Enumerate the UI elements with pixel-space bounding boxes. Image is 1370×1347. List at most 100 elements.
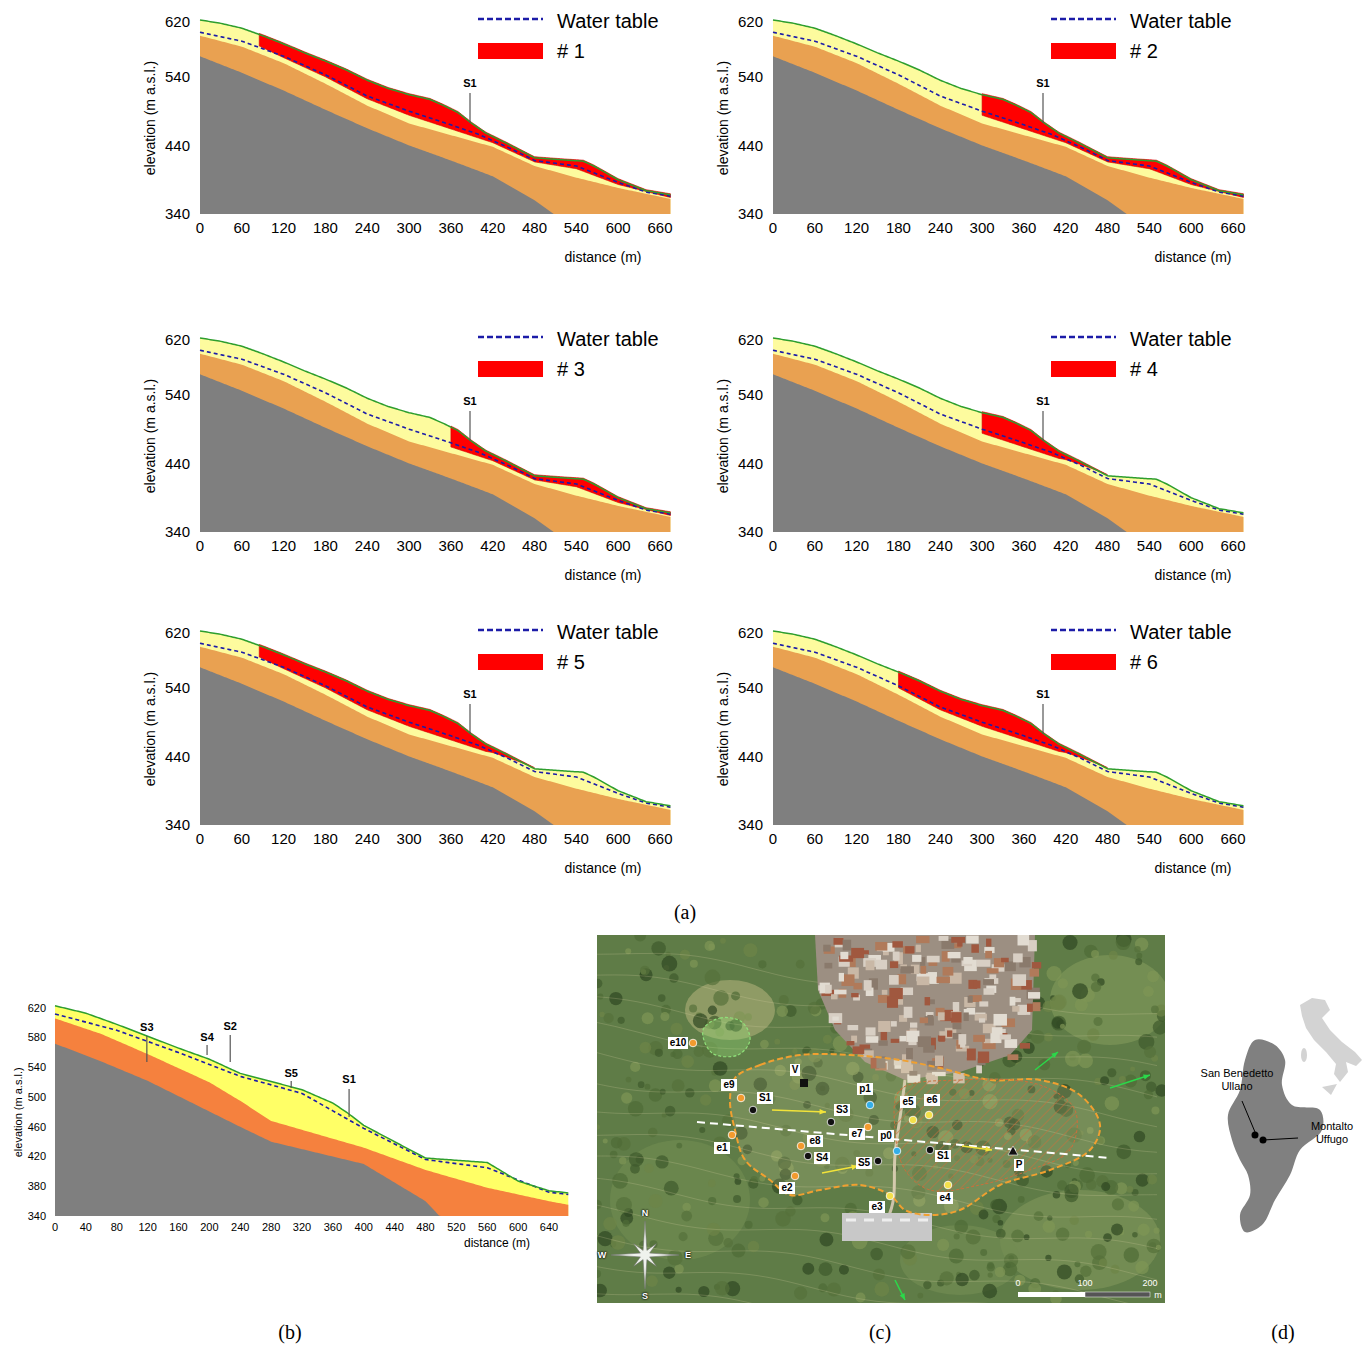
tick-label: 540: [165, 386, 190, 403]
building: [939, 1031, 945, 1035]
town-dot: [1252, 1132, 1259, 1139]
tree-canopy: [820, 1233, 834, 1247]
building: [943, 967, 954, 976]
building: [890, 961, 898, 968]
tree-canopy: [774, 1039, 780, 1045]
axis-title: distance (m): [1154, 249, 1231, 265]
tick-label: 180: [886, 830, 911, 847]
building: [866, 1036, 879, 1043]
tree-canopy: [1003, 1262, 1017, 1276]
building: [853, 1046, 865, 1054]
building: [1030, 969, 1039, 977]
flow-arrow: [1035, 1052, 1058, 1070]
building: [891, 1039, 899, 1043]
building: [823, 945, 830, 952]
tick-label: 60: [806, 537, 823, 554]
compass-letter: N: [642, 1208, 649, 1218]
cross-section: [773, 631, 1243, 825]
borehole-label: S2: [223, 1020, 236, 1033]
compass-letter: S: [642, 1291, 648, 1301]
building: [964, 1012, 969, 1021]
building: [889, 975, 899, 985]
station-label: e1: [714, 1142, 729, 1154]
tree-canopy: [937, 1239, 949, 1251]
tick-label: 420: [480, 219, 505, 236]
tick-label: 120: [844, 537, 869, 554]
borehole-label: S3: [140, 1021, 153, 1034]
tick-label: 80: [111, 1221, 123, 1234]
weathered-layer: [773, 647, 1243, 825]
legend-label: # 5: [557, 651, 585, 674]
station-label: e5: [900, 1096, 915, 1108]
borehole-marker: [1042, 93, 1043, 123]
tick-label: 340: [738, 816, 763, 833]
cross-section: [773, 338, 1243, 532]
tree-canopy: [658, 994, 666, 1002]
tree-canopy: [1116, 1144, 1131, 1159]
building: [983, 988, 994, 994]
tick-label: 460: [28, 1121, 46, 1134]
building: [883, 951, 889, 955]
station-dot: [737, 1094, 745, 1102]
active-zone: [894, 1079, 1077, 1191]
tree-canopy: [1134, 1131, 1145, 1142]
building: [866, 960, 875, 970]
roof-stripe: [918, 1219, 928, 1222]
tree-canopy: [1109, 951, 1118, 960]
tick-label: 640: [540, 1221, 558, 1234]
building: [834, 990, 846, 995]
tree-canopy: [597, 1124, 600, 1130]
weathered-layer: [773, 36, 1243, 214]
axis-title: elevation (m a.s.l.): [142, 379, 158, 493]
building: [1013, 974, 1027, 986]
tree-canopy: [758, 960, 766, 968]
tree-canopy: [1093, 1017, 1102, 1026]
tree-canopy: [610, 1151, 618, 1159]
water-table-line: [773, 350, 1243, 514]
tree-canopy: [639, 1042, 651, 1054]
tree-canopy: [874, 1282, 889, 1297]
building: [939, 936, 949, 941]
borehole-label: S1: [342, 1073, 355, 1086]
building: [864, 980, 872, 990]
tree-canopy: [640, 966, 650, 976]
legend-label: # 6: [1130, 651, 1158, 674]
tree-canopy: [792, 1195, 802, 1205]
place-label: San Benedetto Ullano: [1197, 1067, 1277, 1092]
legend-swatch: [1051, 361, 1116, 377]
ground-surface-line: [200, 631, 670, 806]
building: [951, 1012, 961, 1023]
tree-canopy: [634, 935, 646, 941]
tick-label: 240: [928, 537, 953, 554]
building: [905, 946, 914, 953]
legend-label: # 1: [557, 40, 585, 63]
borehole-marker: [469, 93, 470, 123]
tick-label: 60: [233, 830, 250, 847]
ground-surface-line: [200, 338, 670, 513]
station-dot: [749, 1106, 757, 1114]
tree-canopy: [995, 1267, 1005, 1277]
tree-canopy: [1058, 978, 1068, 988]
tree-canopy: [715, 1281, 730, 1296]
building: [927, 956, 940, 963]
station-label: S1: [935, 1150, 951, 1162]
station-dot: [909, 1116, 917, 1124]
tree-canopy: [743, 943, 757, 957]
legend-label: Water table: [1130, 10, 1232, 33]
tick-label: 40: [80, 1221, 92, 1234]
tree-canopy: [990, 1199, 1002, 1211]
legend-line-sample: [478, 629, 543, 632]
ground-surface-line: [200, 20, 670, 195]
tree-canopy: [758, 1197, 768, 1207]
water-table-line: [200, 350, 670, 514]
tick-label: 360: [438, 537, 463, 554]
borehole-marker: [206, 1045, 207, 1055]
tree-canopy: [745, 1221, 753, 1229]
tree-canopy: [611, 1137, 623, 1149]
tree-canopy: [1116, 935, 1131, 950]
building: [866, 1027, 876, 1035]
tree-canopy: [1151, 1006, 1159, 1014]
compass-rose: [611, 1221, 679, 1289]
tree-canopy: [1097, 1137, 1104, 1144]
tick-label: 560: [478, 1221, 496, 1234]
